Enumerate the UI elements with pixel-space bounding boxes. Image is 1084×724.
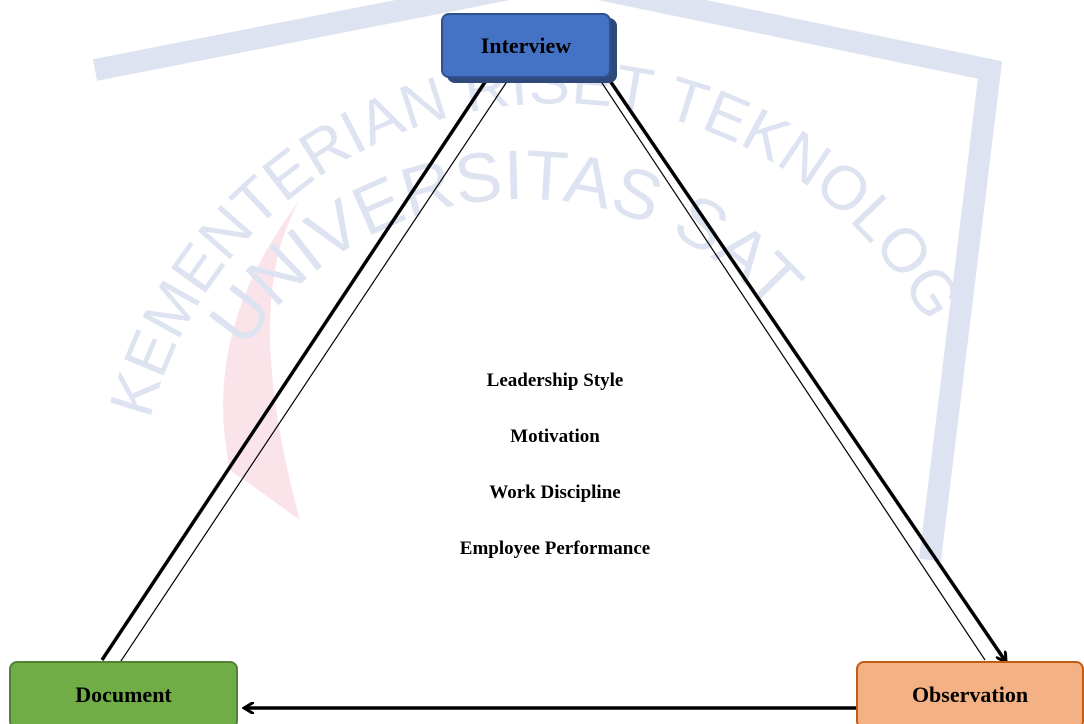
research-variables-list: Leadership Style Motivation Work Discipl… [405,366,705,590]
variable-employee-performance: Employee Performance [459,538,651,559]
document-label: Document [75,682,172,707]
observation-label: Observation [911,682,1029,707]
watermark-emblem [223,200,300,520]
variable-work-discipline: Work Discipline [489,482,621,503]
observation-node: Observation [856,661,1084,724]
document-node: Document [9,661,238,724]
arrow-interview-to-observation [602,71,1006,662]
watermark-shield-outline [92,0,1003,562]
line-document-interview-thin [102,79,509,689]
interview-node: Interview [441,13,611,78]
arrow-document-to-interview [100,70,493,661]
variable-leadership-style: Leadership Style [486,370,624,391]
variable-motivation: Motivation [510,426,600,447]
interview-label: Interview [480,33,572,58]
line-interview-observation-thin [599,79,986,661]
